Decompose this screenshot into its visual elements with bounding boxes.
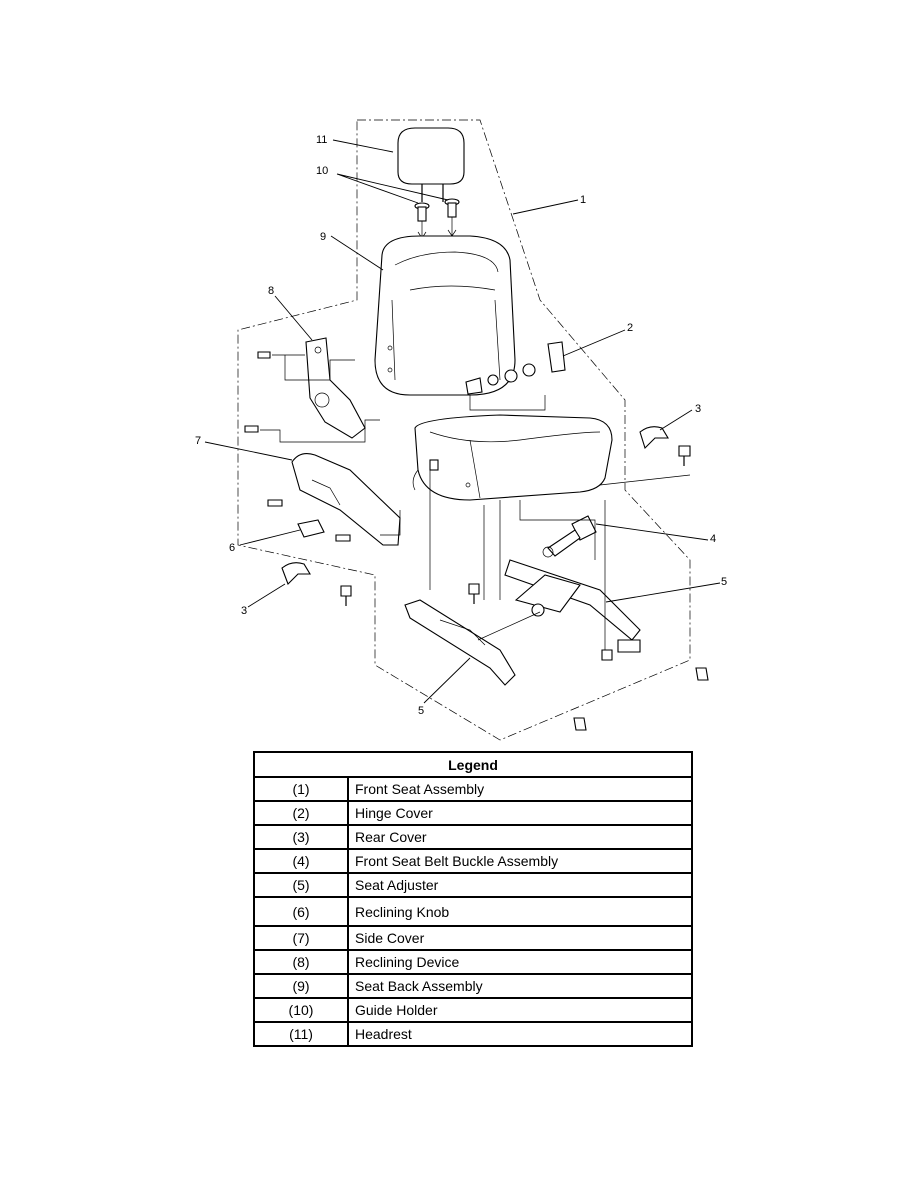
legend-number: (5) <box>253 872 349 898</box>
legend-row: (2)Hinge Cover <box>253 800 693 826</box>
callout-8: 8 <box>268 285 274 297</box>
legend-number: (2) <box>253 800 349 826</box>
bolts <box>340 445 709 731</box>
reclining-device <box>244 337 380 443</box>
legend-number: (6) <box>253 896 349 927</box>
legend-number: (4) <box>253 848 349 874</box>
leader-lines <box>204 139 721 704</box>
legend-part-name: Rear Cover <box>347 824 693 850</box>
callout-4: 4 <box>710 533 716 545</box>
legend-part-name: Front Seat Belt Buckle Assembly <box>347 848 693 874</box>
seat-back-assembly <box>374 235 516 396</box>
legend-part-name: Seat Back Assembly <box>347 973 693 999</box>
legend-number: (1) <box>253 776 349 802</box>
legend-part-name: Guide Holder <box>347 997 693 1023</box>
legend-row: (3)Rear Cover <box>253 824 693 850</box>
legend-table: Legend (1)Front Seat Assembly (2)Hinge C… <box>253 751 693 1047</box>
legend-number: (7) <box>253 925 349 951</box>
guide-holders <box>414 198 460 239</box>
seat-adjuster-right <box>504 559 641 653</box>
callout-10: 10 <box>316 165 328 177</box>
seat-cushion <box>412 414 613 501</box>
seat-adjuster-left <box>404 599 541 686</box>
exploded-seat-diagram: 11 10 9 8 1 2 3 7 4 6 5 3 5 <box>195 119 727 741</box>
callout-9: 9 <box>320 231 326 243</box>
legend-part-name: Side Cover <box>347 925 693 951</box>
legend-row: (1)Front Seat Assembly <box>253 776 693 802</box>
legend-row: (4)Front Seat Belt Buckle Assembly <box>253 848 693 874</box>
legend-row: (10)Guide Holder <box>253 997 693 1023</box>
legend-part-name: Reclining Knob <box>347 896 693 927</box>
legend-row: (9)Seat Back Assembly <box>253 973 693 999</box>
legend-row: (5)Seat Adjuster <box>253 872 693 898</box>
callout-5-left: 5 <box>418 705 424 717</box>
legend-part-name: Hinge Cover <box>347 800 693 826</box>
callout-5-right: 5 <box>721 576 727 588</box>
legend-part-name: Headrest <box>347 1021 693 1047</box>
legend-number: (11) <box>253 1021 349 1047</box>
callout-1: 1 <box>580 194 586 206</box>
legend-part-name: Reclining Device <box>347 949 693 975</box>
legend-title: Legend <box>253 751 693 778</box>
legend-part-name: Seat Adjuster <box>347 872 693 898</box>
callout-6: 6 <box>229 542 235 554</box>
rear-cover-left <box>281 562 311 585</box>
callout-7: 7 <box>195 435 201 447</box>
side-cover <box>267 453 401 546</box>
legend-row: (8)Reclining Device <box>253 949 693 975</box>
callout-3-left: 3 <box>241 605 247 617</box>
legend-row: (6)Reclining Knob <box>253 896 693 927</box>
callout-3-right: 3 <box>695 403 701 415</box>
legend-row: (11)Headrest <box>253 1021 693 1047</box>
legend-row: (7)Side Cover <box>253 925 693 951</box>
connector-lines <box>380 395 691 650</box>
legend-number: (8) <box>253 949 349 975</box>
callout-labels: 11 10 9 8 1 2 3 7 4 6 5 3 5 <box>195 134 727 717</box>
legend-number: (9) <box>253 973 349 999</box>
reclining-knob <box>297 519 325 538</box>
seat-belt-buckle <box>542 515 597 558</box>
legend-number: (3) <box>253 824 349 850</box>
hinge-cover <box>465 341 566 395</box>
rear-cover-right <box>639 426 669 450</box>
legend-part-name: Front Seat Assembly <box>347 776 693 802</box>
callout-11: 11 <box>316 134 327 146</box>
legend-number: (10) <box>253 997 349 1023</box>
callout-2: 2 <box>627 322 633 334</box>
